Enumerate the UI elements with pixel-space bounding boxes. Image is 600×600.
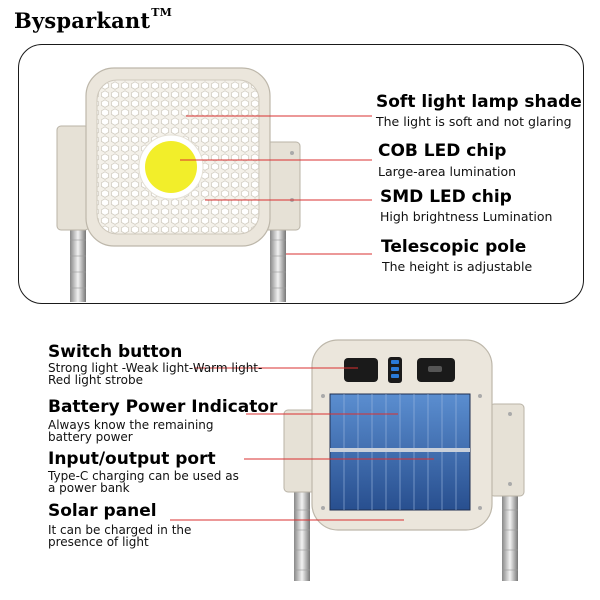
brand-name: Bysparkant bbox=[14, 8, 151, 33]
feature-desc-solar: It can be charged in the presence of lig… bbox=[48, 523, 192, 549]
feature-title-shade: Soft light lamp shade bbox=[376, 92, 582, 112]
bracket-right-2 bbox=[489, 403, 525, 497]
feature-desc-pole: The height is adjustable bbox=[382, 259, 533, 274]
feature-title-pole: Telescopic pole bbox=[381, 237, 527, 257]
feature-desc-battery: Always know the remaining battery power bbox=[48, 418, 214, 444]
switch-button bbox=[344, 358, 378, 382]
telescopic-pole-right bbox=[270, 226, 286, 302]
feature-desc-port: Type-C charging can be used as a power b… bbox=[48, 469, 239, 495]
brand-logo: BysparkantTM bbox=[14, 6, 173, 33]
feature-title-cob: COB LED chip bbox=[378, 141, 507, 161]
feature-title-switch: Switch button bbox=[48, 342, 183, 362]
trademark-mark: TM bbox=[151, 6, 173, 19]
telescopic-pole-left bbox=[70, 228, 86, 302]
feature-title-solar: Solar panel bbox=[48, 501, 157, 521]
telescopic-pole-right-2 bbox=[502, 488, 518, 581]
feature-desc-cob: Large-area lumination bbox=[378, 164, 517, 179]
feature-title-smd: SMD LED chip bbox=[380, 187, 512, 207]
telescopic-pole-left-2 bbox=[294, 488, 310, 581]
feature-title-battery: Battery Power Indicator bbox=[48, 397, 278, 417]
feature-desc-smd: High brightness Lumination bbox=[380, 209, 553, 224]
feature-title-port: Input/output port bbox=[48, 449, 216, 469]
bracket-left bbox=[56, 125, 90, 231]
feature-desc-shade: The light is soft and not glaring bbox=[376, 114, 572, 129]
feature-desc-switch: Strong light -Weak light-Warm light-Red … bbox=[48, 361, 263, 387]
